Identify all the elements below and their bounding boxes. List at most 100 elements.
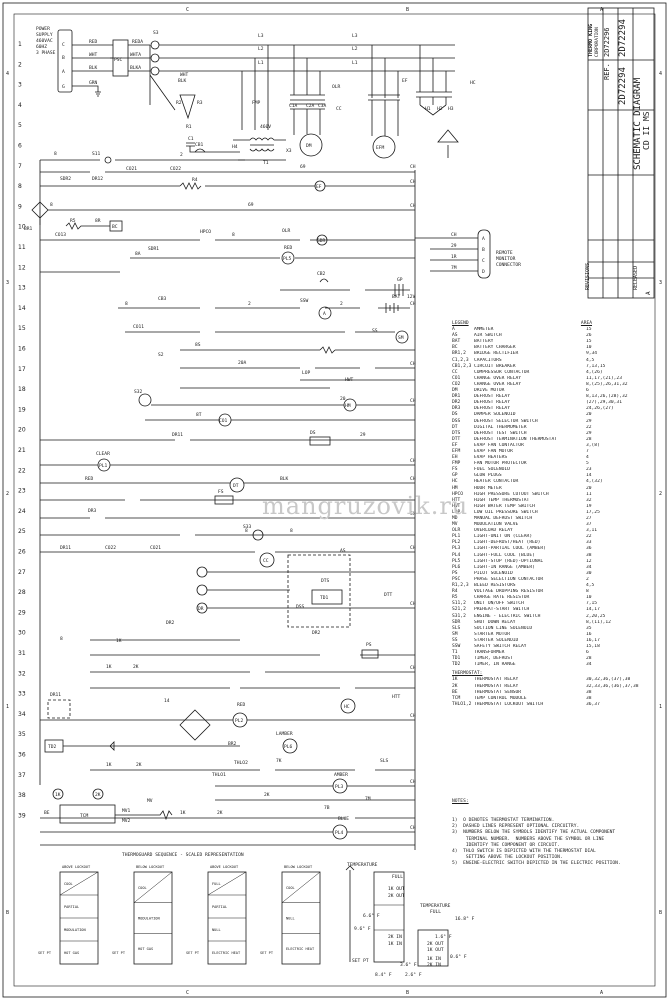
row-number: 15: [18, 325, 26, 332]
legend-code: OLR: [452, 528, 461, 534]
svg-text:H4: H4: [232, 144, 238, 150]
wire-label: CH: [410, 458, 416, 464]
battery-voltage: 12V: [407, 294, 416, 300]
ko-label: 1K OUT: [427, 947, 444, 953]
wire-label: 1R: [451, 254, 457, 260]
hc-coil-label: HC: [344, 704, 350, 710]
ssw-label: SSW: [300, 298, 309, 304]
row-number: 8: [18, 183, 22, 190]
legend-description: BATTERY: [474, 339, 494, 345]
fmp-label: FMP: [252, 100, 261, 106]
legend-description: PHASE SELECTION CONTACTOR: [474, 576, 544, 582]
legend-code: LOP: [452, 509, 461, 515]
r4-label: R4: [192, 177, 198, 183]
wire-label: 8: [50, 202, 53, 208]
band-diagonal: [281, 871, 321, 903]
pl6-label: PL6: [284, 744, 293, 750]
watermark: mangruzovik.ru: [262, 492, 469, 520]
row-number: 33: [18, 691, 26, 698]
svg-text:L2: L2: [352, 46, 358, 52]
legend-area: 11,17,(21),23: [586, 375, 622, 381]
title-block: [587, 7, 655, 299]
legend-code: SM: [452, 631, 458, 637]
wire-label: 69: [248, 202, 254, 208]
legend-code: MV: [452, 522, 458, 528]
legend-code: EF: [452, 442, 458, 448]
1k-contact: 1K: [106, 762, 112, 768]
phase-label: C: [62, 42, 65, 48]
legend-area: 6: [586, 388, 589, 394]
legend-area: 4,5: [586, 583, 595, 589]
legend-area: 37: [586, 522, 592, 528]
wire-label: WHT: [89, 52, 98, 58]
2k-contact: 2K: [133, 664, 139, 670]
wire-label: 7M: [451, 265, 457, 271]
co13-label: CO13: [55, 232, 66, 238]
legend-description: LIGHT-PARTIAL COOL (AMBER): [474, 546, 546, 552]
legend-area: 38: [586, 552, 592, 558]
legend-description: BRIDGE RECTIFIER: [474, 351, 519, 357]
svg-text:A: A: [600, 7, 603, 13]
legend-area: 8,13,26,(28),32: [586, 394, 628, 400]
svg-text:A: A: [600, 990, 603, 996]
wire-label: 7K: [276, 758, 282, 764]
temp-value: 9.6° F: [354, 926, 371, 932]
legend-area: 4,(26): [586, 369, 603, 375]
legend-code: BR1,2: [452, 351, 466, 357]
legend-description: CHARGE RATE RESISTOR: [474, 595, 530, 601]
legend-code: SDR: [452, 619, 461, 625]
cb3-label: CB3: [158, 296, 167, 302]
legend-area: 36: [586, 546, 592, 552]
legend-area: 20: [586, 485, 592, 491]
legend-header: LEGEND AREA: [452, 321, 642, 327]
row-number: 24: [18, 508, 26, 515]
dts-label: DTS: [321, 578, 330, 584]
battery-label: BAT: [392, 294, 401, 300]
phase-selection-area: PSC REDA WHTA BLKA S3 BLK WHT R2 R3 R1 C…: [110, 30, 240, 153]
thermostat-relay-2k-icon: [92, 788, 104, 800]
legend-code: R1,2,3: [452, 583, 469, 589]
legend-area: 3,11: [586, 528, 598, 534]
legend-description: SHUT DOWN RELAY: [474, 619, 516, 625]
starter-motor-icon: [395, 330, 409, 344]
row-number: 31: [18, 650, 26, 657]
legend-description: HEATER CONTACTOR: [474, 479, 519, 485]
efm-label: EFM: [376, 145, 385, 151]
thermoguard-sequence: THERMOGUARD SEQUENCE - SCALED REPRESENTA…: [38, 852, 475, 978]
connector-pin: B: [482, 247, 485, 253]
thermoguard-box: [281, 871, 321, 965]
pl5-lamp-icon: [281, 251, 295, 265]
svg-text:C3A: C3A: [318, 103, 327, 109]
c1-label: C1: [188, 136, 194, 142]
ef-label: EF: [402, 78, 408, 84]
dr13-label: DR11: [50, 692, 61, 698]
legend-area: 35: [586, 625, 592, 631]
row-number: 1: [18, 41, 22, 48]
s2-label: S2: [158, 352, 164, 358]
legend-description: TRANSFORMER: [474, 650, 505, 656]
legend-description: LIGHT-DEFROST/HEAT (RED): [474, 540, 541, 546]
battery-charger-box: [109, 220, 123, 232]
row-number: 38: [18, 792, 26, 799]
band-label: HOT GAS: [138, 947, 153, 951]
starter-solenoid-coil: [319, 346, 336, 354]
row-number: 25: [18, 528, 26, 535]
co11-label: CO11: [133, 324, 144, 330]
pl4-color-label: BLUE: [338, 816, 349, 822]
thermostat-area: 38: [586, 689, 592, 695]
